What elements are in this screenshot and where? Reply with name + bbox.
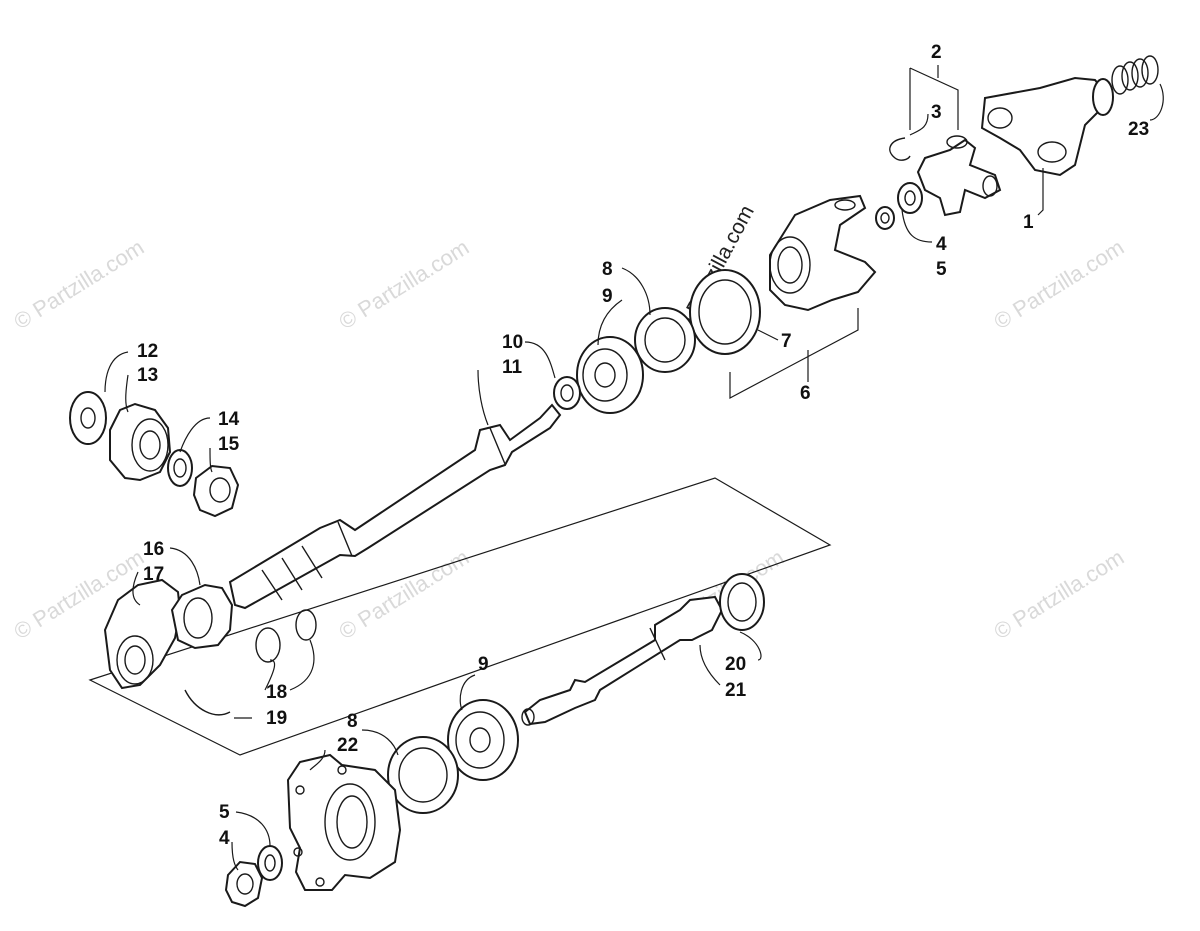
drive-shaft [228, 403, 562, 610]
yoke-1 [980, 76, 1114, 177]
nut-14-15 [192, 464, 240, 518]
callout-20: 20 [725, 654, 746, 675]
bearing-9-lower [447, 699, 519, 781]
callout-5-upper: 5 [936, 259, 947, 280]
callout-8-upper: 8 [602, 259, 613, 280]
callout-1: 1 [1023, 212, 1034, 233]
bearing-9-upper [576, 336, 644, 414]
spring-23 [1111, 55, 1159, 95]
circlip-18 [255, 609, 317, 663]
callout-10: 10 [502, 332, 523, 353]
watermark-text: © Partzilla.com [989, 544, 1128, 644]
washer-10-11 [553, 376, 581, 410]
callout-23: 23 [1128, 119, 1149, 140]
watermark-layer: © Partzilla.com © Partzilla.com © Partzi… [9, 202, 1128, 645]
snap-ring-19 [184, 689, 231, 716]
yoke-6 [769, 194, 877, 312]
housing-22 [286, 753, 402, 891]
leader-lines [104, 65, 1164, 871]
pinion-shaft-20-21 [521, 595, 724, 726]
washer-14-15 [167, 449, 193, 487]
callout-16: 16 [143, 539, 164, 560]
callout-15: 15 [218, 434, 240, 455]
callout-4-lower: 4 [219, 828, 230, 849]
callout-19: 19 [266, 708, 287, 729]
thrust-washer-20-21 [719, 573, 765, 631]
ring-gear-16-17 [103, 578, 182, 690]
snap-ring-3 [889, 137, 911, 161]
callout-18: 18 [266, 682, 287, 703]
callout-7: 7 [781, 331, 792, 352]
nut-4-5-lower [224, 860, 264, 908]
callout-12: 12 [137, 341, 158, 362]
callout-9-lower: 9 [478, 654, 489, 675]
callout-14: 14 [218, 409, 240, 430]
seal-7 [689, 269, 761, 355]
callout-13: 13 [137, 365, 158, 386]
callout-17: 17 [143, 564, 164, 585]
pinion-gear [109, 402, 172, 482]
callout-labels: 2 3 23 1 4 5 8 9 7 6 10 11 12 13 14 15 1… [137, 42, 1149, 849]
callout-22: 22 [337, 735, 358, 756]
callout-21: 21 [725, 680, 747, 701]
callout-3: 3 [931, 102, 942, 123]
bearing-16-17 [170, 583, 234, 650]
callout-8-lower: 8 [347, 711, 358, 732]
shim-12-13 [69, 391, 107, 445]
oil-seal-8-upper [634, 307, 696, 373]
callout-2: 2 [931, 42, 942, 63]
washer-4-5-lower [257, 845, 283, 881]
callout-4-upper: 4 [936, 234, 947, 255]
universal-joint-cross [916, 135, 1002, 217]
callout-9-upper: 9 [602, 286, 613, 307]
callout-6: 6 [800, 383, 811, 404]
watermark-text: © Partzilla.com [334, 234, 473, 334]
callout-5-lower: 5 [219, 802, 230, 823]
watermark-text: © Partzilla.com [9, 234, 148, 334]
lower-box-outline [88, 477, 832, 756]
callout-11: 11 [502, 357, 523, 378]
oil-seal-8-lower [387, 736, 459, 814]
washer-4-5-upper [875, 182, 923, 230]
watermark-text: © Partzilla.com [989, 234, 1128, 334]
